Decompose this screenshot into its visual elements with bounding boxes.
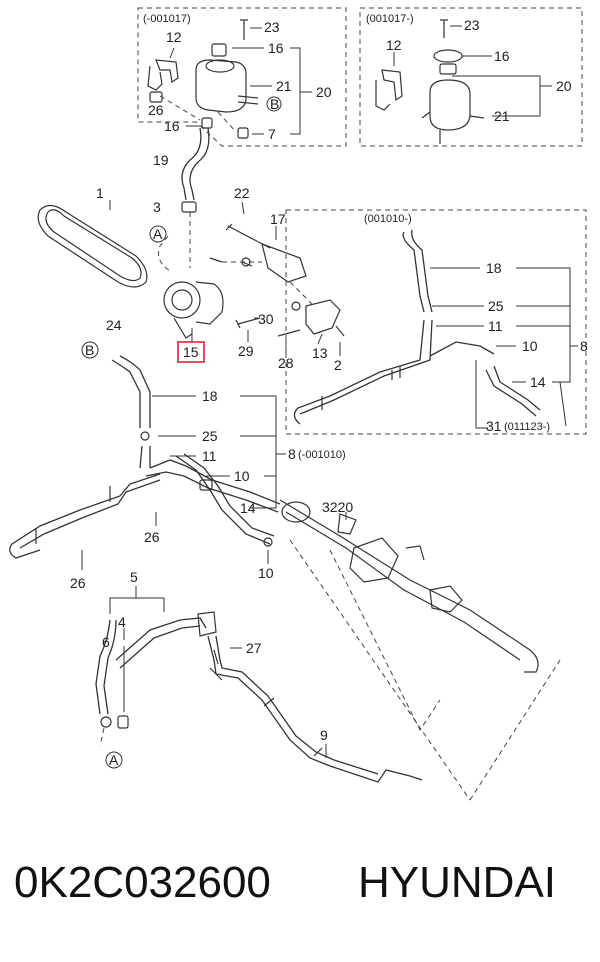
box-mid-right-range-end: (011123-) [504,421,550,433]
callout-26b: 26 [70,575,86,591]
callout-17: 17 [270,211,286,227]
box-mid-right: (001010-) 18 25 11 10 8 14 31 (011123-) [285,209,588,435]
ref-b-circle: B [270,96,279,112]
callout-20r: 20 [556,78,572,94]
callout-2: 2 [334,357,342,373]
callout-26a: 26 [144,529,160,545]
callout-12r: 12 [386,37,402,53]
callout-1: 1 [96,185,104,201]
callout-25r: 25 [488,298,504,314]
callout-22: 22 [234,185,250,201]
callout-24: 24 [106,317,122,333]
callout-3220: 3220 [322,499,353,515]
box-mid-right-range: (001010-) [364,213,412,225]
callout-18r: 18 [486,260,502,276]
ref-b-hose: B [85,342,94,358]
callout-26: 26 [148,102,164,118]
callout-25: 25 [202,428,218,444]
main-line: 18 25 11 10 14 8 (-001010) 3220 26 26 10 [9,355,561,801]
callout-14: 14 [240,500,256,516]
highlight-box [177,341,205,363]
callout-19: 19 [153,152,169,168]
callout-18: 18 [202,388,218,404]
callout-5: 5 [130,569,138,585]
lower-assembly: 5 6 4 27 9 A [95,569,423,783]
callout-21: 21 [276,78,292,94]
callout-21r: 21 [494,108,510,124]
callout-23r: 23 [464,17,480,33]
part-number: 0K2C032600 [14,858,271,907]
ref-a-pump: A [153,226,163,242]
callout-10: 10 [234,468,250,484]
pump-area: 19 3 1 22 17 30 29 28 13 2 24 A B 15 [37,127,345,373]
box-top-left: (-001017) 23 12 16 21 20 26 16 7 B [137,7,347,147]
callout-3: 3 [153,199,161,215]
callout-23: 23 [264,19,280,35]
callout-14r: 14 [530,374,546,390]
callout-31: 31 [486,418,502,434]
callout-9: 9 [320,727,328,743]
box-top-right: (001017-) 23 12 16 20 21 [359,7,583,147]
callout-27: 27 [246,640,262,656]
box-top-right-range: (001017-) [366,13,414,25]
callout-6: 6 [102,634,110,650]
brand-name: HYUNDAI [358,858,557,907]
callout-11: 11 [202,448,217,464]
callout-13: 13 [312,345,328,361]
main-line-range: (-001010) [298,449,346,461]
caption: 0K2C032600 HYUNDAI [0,858,600,918]
callout-16r: 16 [494,48,510,64]
callout-15-highlight: 15 [183,344,199,360]
callout-10b: 10 [258,565,274,581]
callout-29: 29 [238,343,254,359]
callout-16b: 16 [164,118,180,134]
box-top-left-range: (-001017) [143,13,191,25]
callout-16: 16 [268,40,284,56]
callout-10r: 10 [522,338,538,354]
callout-30: 30 [258,311,274,327]
callout-8r: 8 [580,338,588,354]
callout-8: 8 [288,446,296,462]
ref-a-lower: A [109,752,119,768]
callout-20: 20 [316,84,332,100]
callout-4: 4 [118,614,126,630]
callout-12: 12 [166,29,182,45]
callout-11r: 11 [488,318,503,334]
callout-7: 7 [268,126,276,142]
